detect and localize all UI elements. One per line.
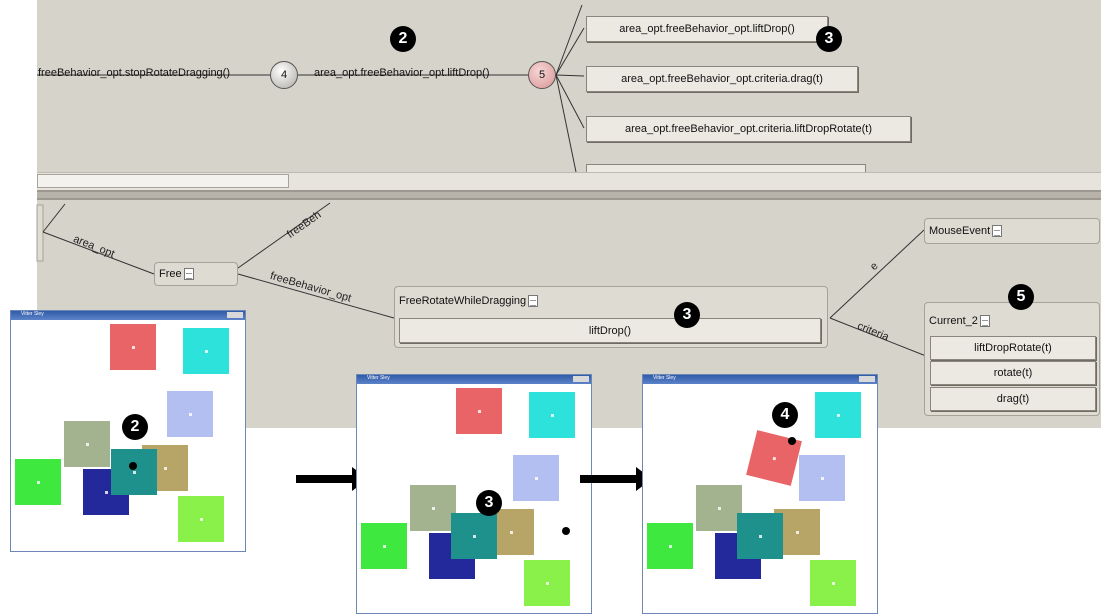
graph-node-4[interactable]: 4 (270, 61, 298, 89)
lift-drop-rotate-button[interactable]: liftDropRotate(t) (930, 336, 1096, 360)
step-marker-2: 2 (390, 26, 416, 52)
mouse-event-node[interactable]: MouseEvent (924, 218, 1100, 244)
top-graph-edges (37, 4, 585, 173)
window-titlebar[interactable]: Vitter Sley (11, 311, 245, 320)
right-arrow-icon (296, 467, 368, 491)
rotate-button[interactable]: rotate(t) (930, 361, 1096, 385)
olive-green-square[interactable] (64, 421, 110, 467)
lime-square[interactable] (178, 496, 224, 542)
lift-drop-button[interactable]: liftDrop() (399, 318, 821, 343)
option-lift-drop-button[interactable]: area_opt.freeBehavior_opt.liftDrop() (586, 16, 828, 42)
split-pane-divider[interactable] (37, 190, 1101, 200)
lavender-square[interactable] (799, 455, 845, 501)
red-square[interactable] (110, 324, 156, 370)
step-marker-3: 3 (816, 26, 842, 52)
mouse-event-label: MouseEvent (929, 225, 991, 237)
mouse-cursor-dot (562, 527, 570, 535)
lavender-square[interactable] (513, 455, 559, 501)
document-icon (979, 315, 990, 328)
teal-square[interactable] (111, 449, 157, 495)
red-square[interactable] (456, 388, 502, 434)
lime-square[interactable] (810, 560, 856, 606)
step-marker-3: 3 (674, 302, 700, 328)
window-titlebar[interactable]: Vitter Sley (357, 375, 591, 384)
right-arrow-icon (580, 467, 652, 491)
option-criteria-drag-button[interactable]: area_opt.freeBehavior_opt.criteria.drag(… (586, 66, 858, 92)
document-icon (183, 268, 194, 281)
window-title: Vitter Sley (367, 375, 390, 381)
free-node[interactable]: Free (154, 262, 238, 286)
teal-square[interactable] (737, 513, 783, 559)
horizontal-scrollbar[interactable] (37, 172, 1101, 190)
drag-button[interactable]: drag(t) (930, 387, 1096, 411)
free-rotate-node-label: FreeRotateWhileDragging (399, 295, 527, 307)
document-icon (992, 225, 1003, 238)
cyan-square[interactable] (183, 328, 229, 374)
green-square[interactable] (361, 523, 407, 569)
window-controls-icon[interactable] (227, 312, 243, 318)
window-controls-icon[interactable] (573, 376, 589, 382)
lime-square[interactable] (524, 560, 570, 606)
mouse-cursor-dot (788, 437, 796, 445)
option-criteria-lift-drop-rotate-button[interactable]: area_opt.freeBehavior_opt.criteria.liftD… (586, 116, 911, 142)
document-icon (528, 295, 539, 308)
app-window-2[interactable]: Vitter Sley (356, 374, 592, 614)
green-square[interactable] (647, 523, 693, 569)
window-controls-icon[interactable] (859, 376, 875, 382)
window-title: Vitter Sley (21, 311, 44, 317)
edge-label-lift-drop: area_opt.freeBehavior_opt.liftDrop() (314, 67, 490, 79)
step-marker-3: 3 (476, 490, 502, 516)
step-marker-4: 4 (772, 402, 798, 428)
green-square[interactable] (15, 459, 61, 505)
edge-label-stop-rotate-dragging: freeBehavior_opt.stopRotateDragging() (38, 67, 231, 79)
mouse-cursor-dot (129, 462, 137, 470)
olive-green-square[interactable] (696, 485, 742, 531)
cyan-square[interactable] (529, 392, 575, 438)
lavender-square[interactable] (167, 391, 213, 437)
scrollbar-thumb[interactable] (37, 174, 289, 188)
window-titlebar[interactable]: Vitter Sley (643, 375, 877, 384)
cyan-square[interactable] (815, 392, 861, 438)
top-graph-panel (37, 0, 1101, 191)
teal-square[interactable] (451, 513, 497, 559)
free-node-label: Free (159, 268, 182, 280)
current-2-label: Current_2 (929, 315, 978, 327)
olive-green-square[interactable] (410, 485, 456, 531)
step-marker-2: 2 (122, 414, 148, 440)
graph-node-5[interactable]: 5 (528, 61, 556, 89)
app-window-3[interactable]: Vitter Sley (642, 374, 878, 614)
step-marker-5: 5 (1008, 284, 1034, 310)
window-title: Vitter Sley (653, 375, 676, 381)
